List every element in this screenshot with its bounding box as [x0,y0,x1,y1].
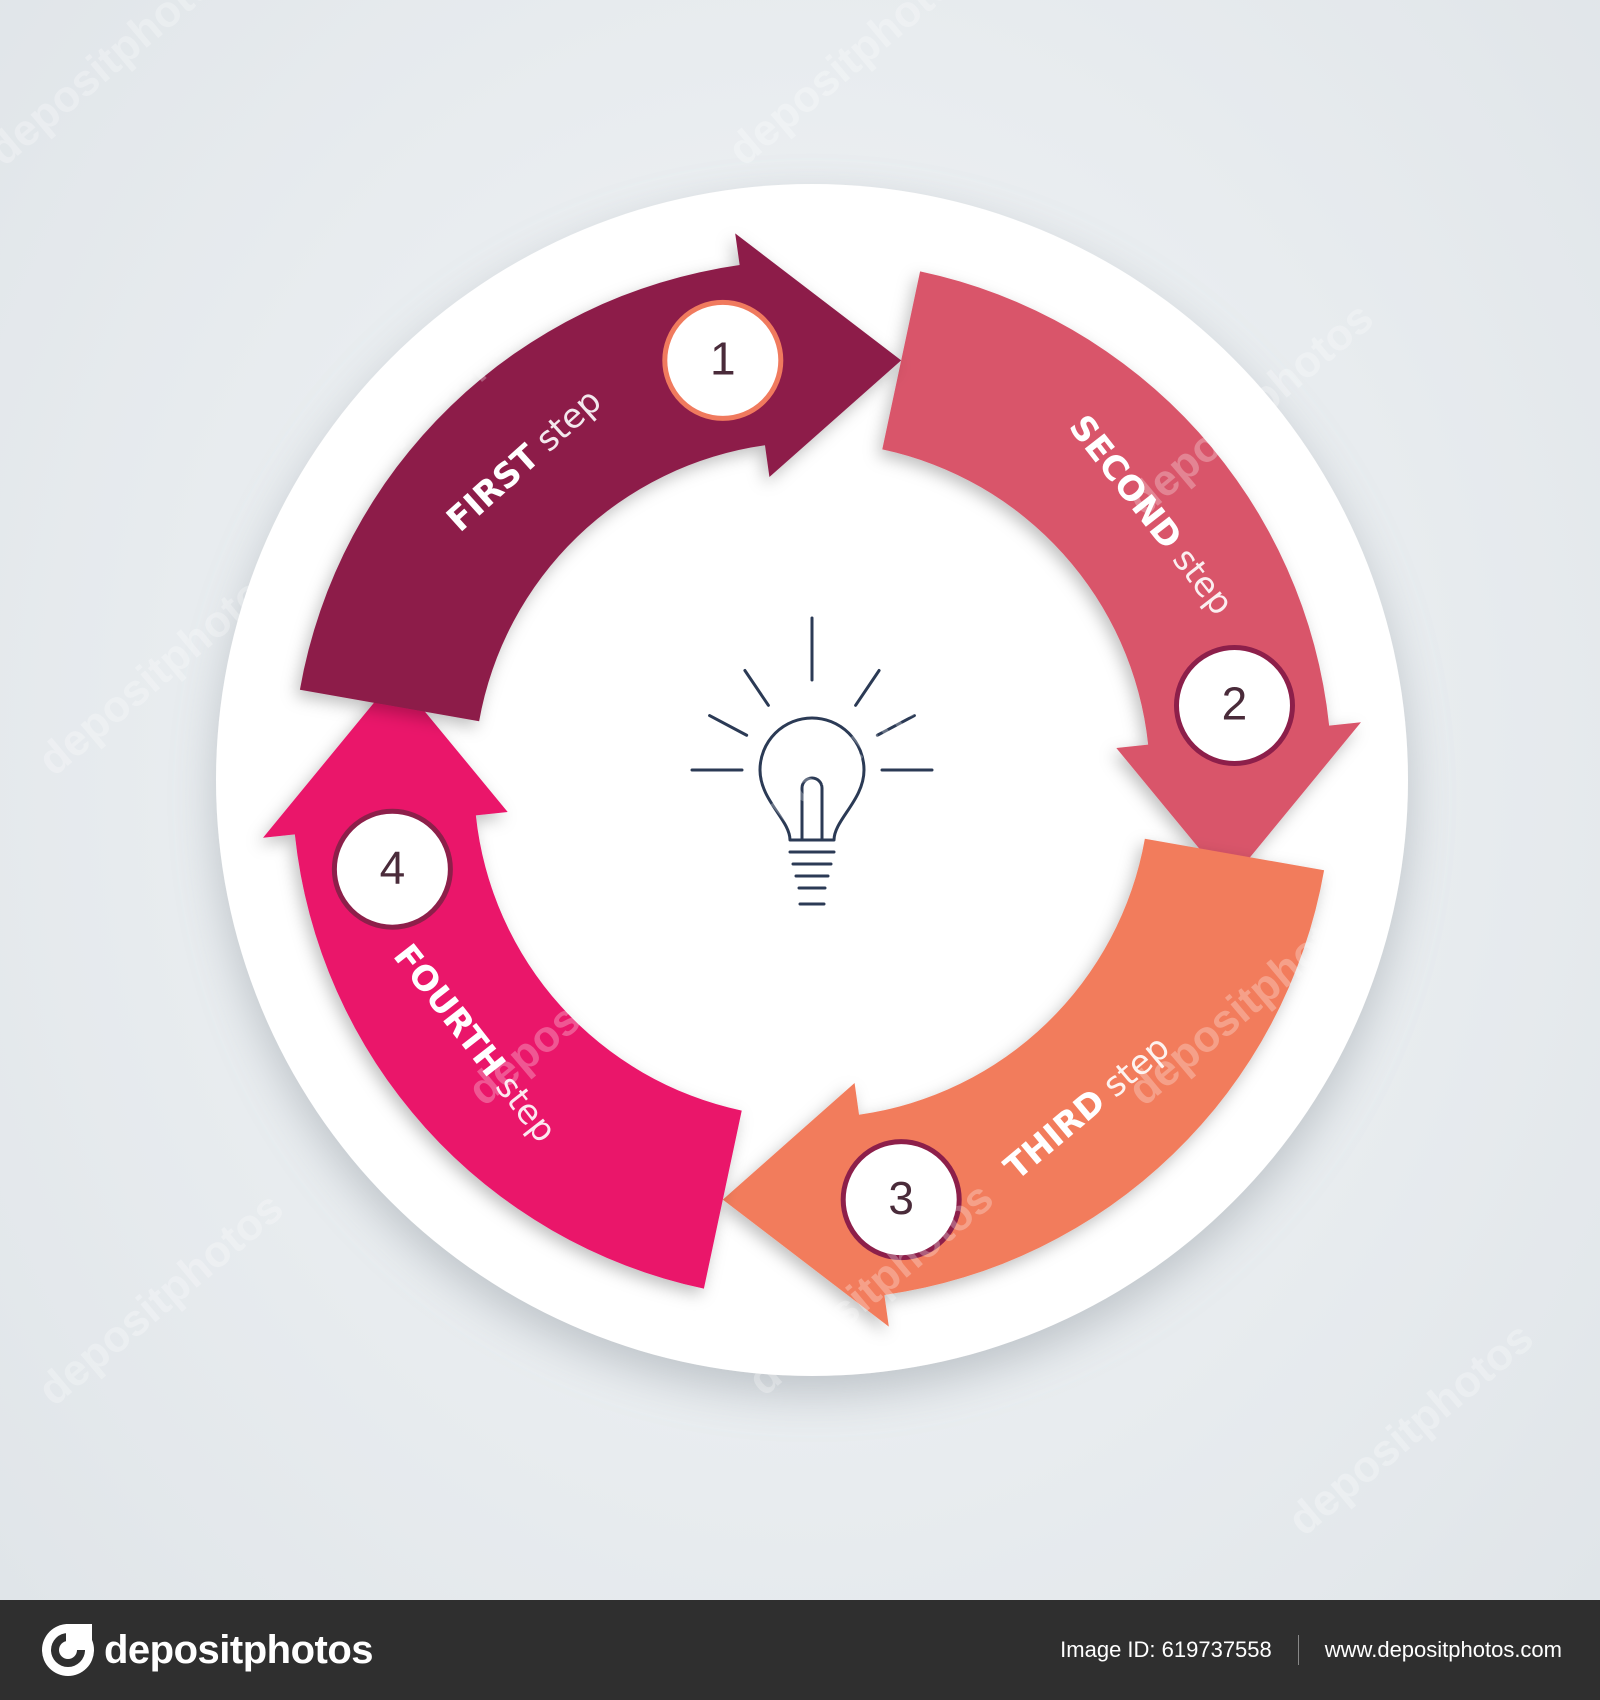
badge-circle [1173,645,1295,767]
image-id: Image ID: 619737558 [1060,1637,1272,1662]
watermark-text: depositphotos [719,0,983,175]
step-third-badge: 3 [840,1139,962,1261]
step-second-badge: 2 [1173,645,1295,767]
step-third-number: 3 [888,1172,914,1224]
step-fourth-number: 4 [380,841,406,893]
watermark-text: depositphotos [29,1183,293,1415]
footer-divider [1297,1635,1299,1665]
depositphotos-logo-icon [42,1624,94,1676]
footer-brand: depositphotos [104,1627,374,1672]
watermark-text: depositphotos [1279,1313,1543,1545]
bulb-ray [875,714,916,737]
footer-logo[interactable]: depositphotos [40,1622,374,1678]
bulb-ray [743,669,770,707]
site-link[interactable]: www.depositphotos.com [1324,1637,1562,1662]
lightbulb-icon [690,616,934,906]
step-first-badge: 1 [662,299,784,421]
bulb-filament [800,776,824,842]
step-fourth-badge: 4 [331,808,453,930]
badge-circle [331,808,453,930]
footer-bar: depositphotos Image ID: 619737558 www.de… [0,1600,1600,1700]
bulb-glass [758,716,866,842]
bulb-ray [854,669,881,707]
step-second-number: 2 [1222,678,1248,730]
step-first-number: 1 [710,333,736,385]
bulb-ray [708,714,749,737]
watermark-text: depositphotos [0,0,243,175]
badge-circle [840,1139,962,1261]
badge-circle [662,299,784,421]
